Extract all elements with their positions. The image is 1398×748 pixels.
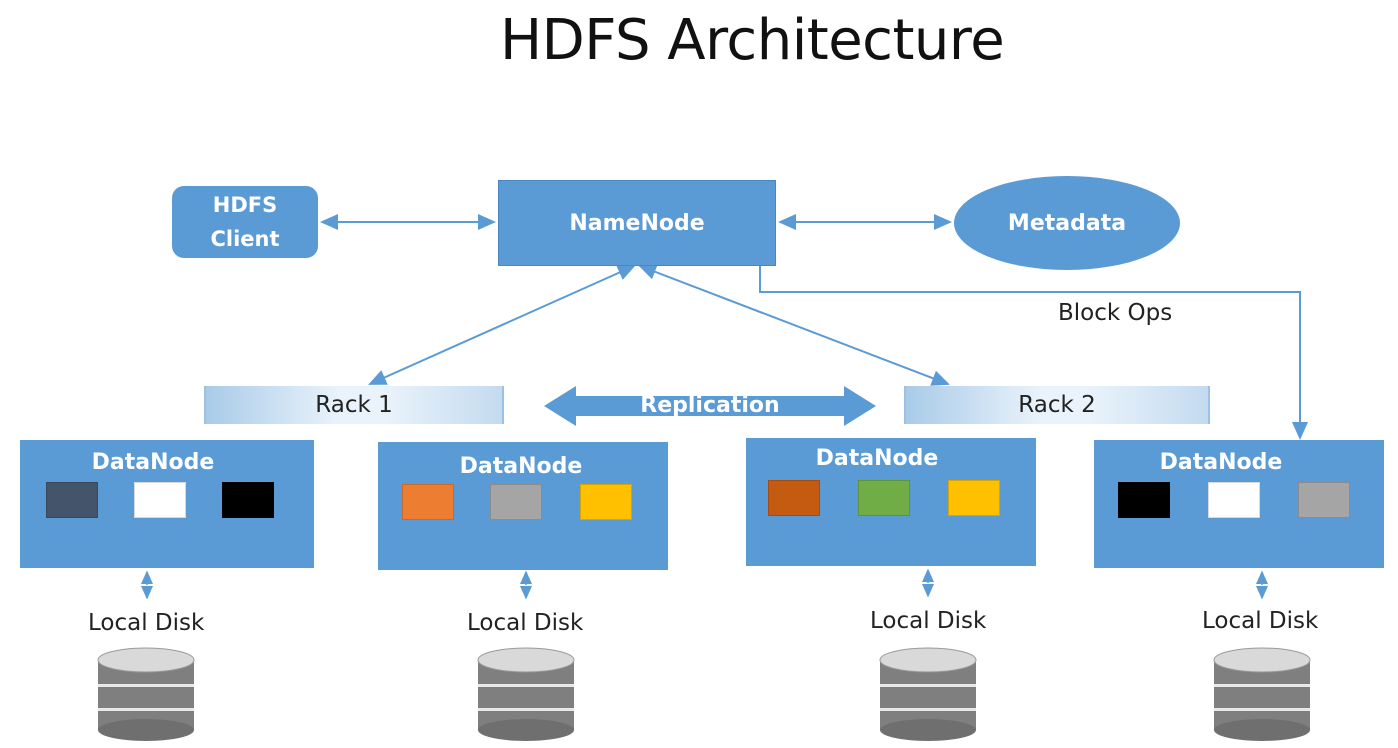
datanode-2-block-3 (580, 484, 632, 520)
datanode-4-block-2 (1208, 482, 1260, 518)
datanode-2-block-2 (490, 484, 542, 520)
datanode-4-block-3 (1298, 482, 1350, 518)
local-disk-3-label: Local Disk (870, 608, 987, 634)
datanode-1-label: DataNode (91, 450, 215, 475)
replication-label: Replication (640, 393, 780, 418)
hdfs-client-label-line2: Client (210, 227, 280, 251)
replication-arrow (544, 386, 876, 426)
namenode-rack1-connector (368, 265, 636, 385)
datanode-3-block-1 (768, 480, 820, 516)
datanode-4[interactable]: DataNode (1094, 440, 1384, 568)
datanode-4-block-1 (1118, 482, 1170, 518)
rack-2-label: Rack 2 (1018, 392, 1096, 418)
rack-1-label: Rack 1 (315, 392, 393, 418)
database-icon (97, 647, 195, 741)
rack-2: Rack 2 (904, 386, 1210, 424)
database-icon (879, 647, 977, 741)
block-ops-label: Block Ops (1058, 300, 1173, 326)
local-disk-1-label: Local Disk (88, 610, 205, 636)
datanode-3-block-2 (858, 480, 910, 516)
datanode-1-block-1 (46, 482, 98, 518)
datanode-2-block-1 (402, 484, 454, 520)
datanode-4-label: DataNode (1159, 450, 1283, 475)
hdfs-client-label-line1: HDFS (212, 193, 278, 217)
datanode-2-label: DataNode (459, 454, 583, 479)
datanode-1-block-2 (134, 482, 186, 518)
database-icon (1213, 647, 1311, 741)
local-disk-4-label: Local Disk (1202, 608, 1319, 634)
metadata-node[interactable]: Metadata (954, 176, 1180, 270)
hdfs-client-node[interactable]: HDFS Client (172, 186, 318, 258)
local-disk-2-label: Local Disk (467, 610, 584, 636)
datanode-1-block-3 (222, 482, 274, 518)
datanode-3-label: DataNode (815, 446, 939, 471)
namenode[interactable]: NameNode (498, 180, 776, 266)
datanode-2[interactable]: DataNode (378, 442, 668, 570)
datanode-3-block-3 (948, 480, 1000, 516)
namenode-label: NameNode (569, 210, 705, 236)
datanode-1[interactable]: DataNode (20, 440, 314, 568)
diagram-title: HDFS Architecture (500, 8, 1005, 73)
namenode-rack2-connector (638, 264, 950, 386)
metadata-label: Metadata (1007, 210, 1127, 236)
database-icon (477, 647, 575, 741)
datanode-3[interactable]: DataNode (746, 438, 1036, 566)
rack-1: Rack 1 (204, 386, 504, 424)
block-ops-connector (759, 266, 1308, 440)
